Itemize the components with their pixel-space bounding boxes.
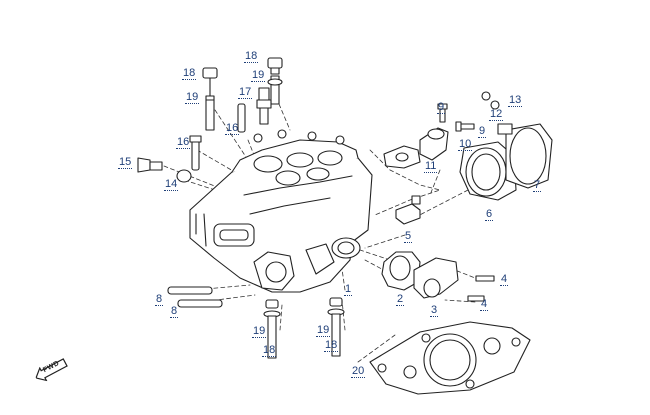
callout-2[interactable]: 2 [396, 293, 405, 306]
callout-4[interactable]: 4 [480, 298, 489, 311]
callout-18[interactable]: 18 [182, 67, 197, 80]
spark-plug-and-stud [189, 87, 272, 171]
callout-9[interactable]: 9 [437, 101, 446, 114]
callout-19[interactable]: 19 [185, 91, 200, 104]
callout-15[interactable]: 15 [118, 156, 133, 169]
callout-7[interactable]: 7 [533, 179, 542, 192]
callout-19[interactable]: 19 [251, 69, 266, 82]
callout-20[interactable]: 20 [351, 365, 366, 378]
head-bolts-top [202, 57, 283, 131]
coolant-sensor [395, 195, 421, 225]
callout-17[interactable]: 17 [238, 86, 253, 99]
callout-18[interactable]: 18 [244, 50, 259, 63]
callout-14[interactable]: 14 [164, 178, 179, 191]
head-gasket [369, 321, 531, 395]
temperature-sensor [137, 157, 192, 183]
callout-3[interactable]: 3 [430, 304, 439, 317]
hose-clamps [459, 91, 553, 201]
callout-1[interactable]: 1 [344, 283, 353, 296]
callout-11[interactable]: 11 [424, 160, 438, 173]
callout-6[interactable]: 6 [485, 208, 494, 221]
thermostat-housing [383, 103, 475, 169]
callout-16[interactable]: 16 [225, 122, 240, 135]
callout-18[interactable]: 18 [324, 339, 339, 352]
callout-18[interactable]: 18 [262, 344, 277, 357]
callout-10[interactable]: 10 [458, 138, 473, 151]
head-bolts-bottom [263, 297, 345, 359]
callout-8[interactable]: 8 [170, 305, 179, 318]
callout-19[interactable]: 19 [316, 324, 331, 337]
callout-16[interactable]: 16 [176, 136, 191, 149]
callout-8[interactable]: 8 [155, 293, 164, 306]
callout-13[interactable]: 13 [508, 94, 523, 107]
callout-12[interactable]: 12 [489, 108, 504, 121]
dowel-pins [167, 286, 223, 308]
callout-19[interactable]: 19 [252, 325, 267, 338]
callout-4[interactable]: 4 [500, 273, 509, 286]
callout-5[interactable]: 5 [404, 230, 413, 243]
forward-arrow-icon: FWD [32, 355, 70, 385]
cylinder-head [189, 129, 373, 293]
callout-9[interactable]: 9 [478, 125, 487, 138]
water-outlet [381, 251, 495, 302]
